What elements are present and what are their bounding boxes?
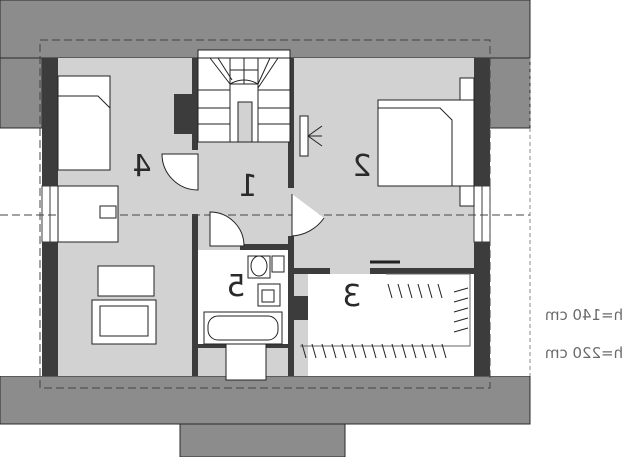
tv-room2 (299, 115, 309, 157)
room2-furniture (299, 77, 475, 207)
bathroom-fixtures (198, 250, 288, 381)
stair-landing (237, 101, 253, 143)
chair-room4 (99, 205, 117, 219)
bath-doorstep (225, 343, 267, 381)
door-room2 (291, 194, 325, 237)
wall-bath-sill (198, 344, 226, 348)
shelf (271, 255, 285, 273)
room-2-number: 2 (352, 149, 371, 184)
room-5-number: 5 (226, 269, 245, 304)
room4-furniture (57, 75, 157, 345)
wall-room1-room2-bottom (288, 236, 294, 376)
bed-room2 (377, 99, 475, 187)
wall-bath-sill-b (266, 344, 288, 348)
wardrobe-area (308, 274, 474, 376)
roof-right (487, 57, 531, 129)
wall-room3-top-a (294, 268, 330, 274)
nightstand-bottom (459, 185, 475, 207)
slope-outline (39, 39, 491, 389)
roof (0, 0, 531, 457)
chimney (174, 94, 198, 134)
height-label-220: h=220 cm (545, 344, 623, 362)
room-1-number: 1 (238, 169, 257, 204)
door-bath (209, 211, 245, 247)
wall-room3-block (294, 296, 308, 320)
roof-left (0, 57, 43, 129)
room-3-number: 3 (342, 279, 361, 314)
wall-room4-room1-bottom (192, 214, 198, 376)
toilet-bowl (250, 255, 268, 277)
tv-room2-fan (307, 125, 323, 147)
wall-bath-top (240, 244, 294, 250)
room-labels: 4 1 2 5 3 (132, 149, 371, 314)
inner-walls (174, 58, 474, 376)
room3-wardrobe (300, 273, 474, 376)
door-room4 (161, 153, 199, 191)
roof-bottom (0, 375, 531, 425)
roof-right-lower (488, 240, 530, 376)
height-annotations: h=140 cm h=220 cm (545, 306, 623, 362)
doors (161, 153, 400, 264)
roof-top (0, 0, 531, 59)
tv-room4 (97, 265, 155, 297)
wall-room3-top-b (370, 268, 474, 274)
staircase (197, 49, 291, 143)
roof-left-lower (0, 240, 42, 376)
wall-room1-room2-top (288, 58, 294, 188)
height-label-140: h=140 cm (545, 306, 623, 324)
room-4-number: 4 (132, 149, 151, 184)
bed-room4 (57, 75, 111, 171)
nightstand-top (459, 77, 475, 101)
roof-bottom-tab (179, 423, 346, 457)
